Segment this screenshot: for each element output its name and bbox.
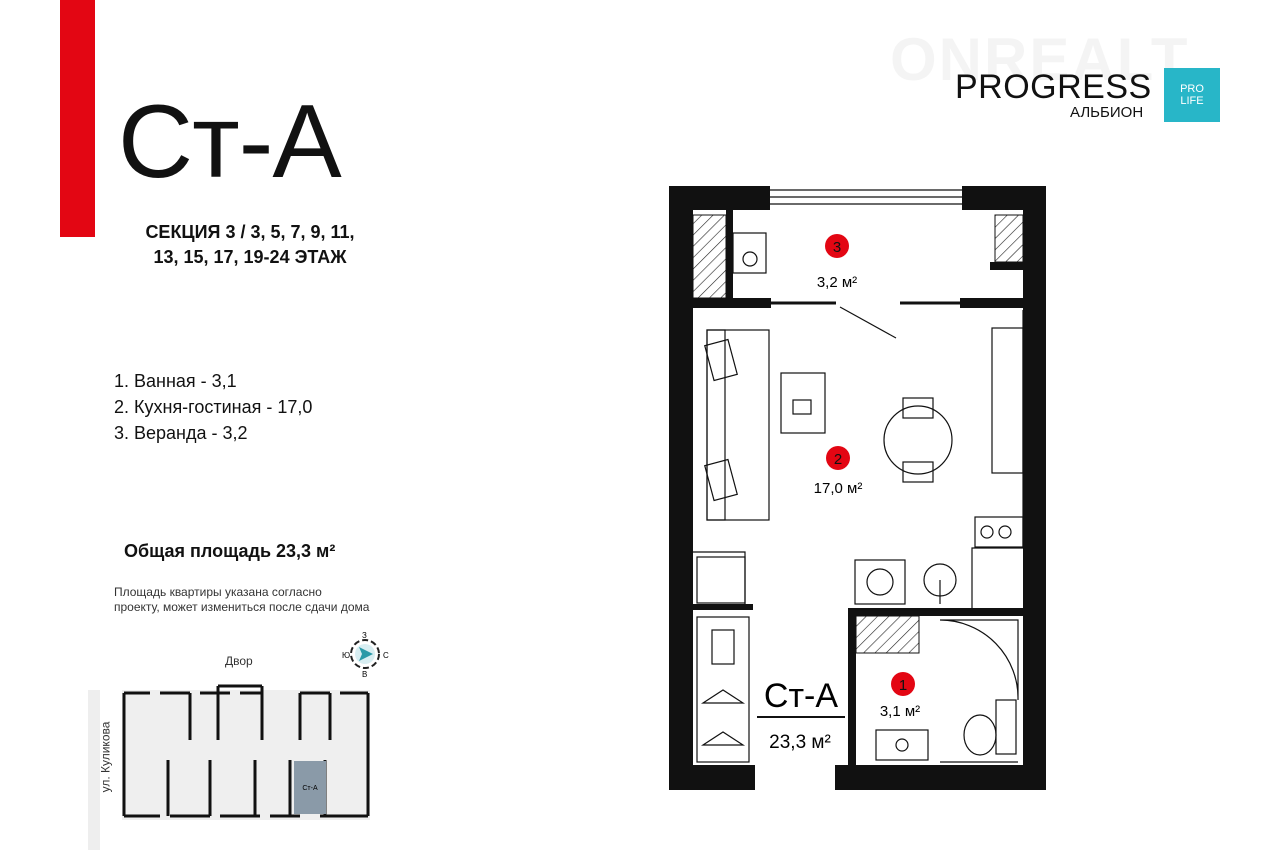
logo-badge: PRO LIFE — [1164, 68, 1220, 122]
section-line: СЕКЦИЯ 3 / 3, 5, 7, 9, 11, — [145, 222, 355, 242]
compass-e: В — [362, 670, 367, 679]
badge-text: PRO — [1180, 83, 1204, 95]
plan-unit-code: Ст-А — [764, 677, 838, 715]
keyplan-unit-label: Ст-А — [302, 785, 318, 792]
yard-label: Двор — [225, 654, 253, 668]
total-area: Общая площадь 23,3 м² — [124, 541, 336, 561]
key-plan: Ст-А — [88, 684, 370, 850]
compass-w: З — [362, 631, 367, 640]
compass-n: С — [383, 651, 389, 660]
area-note: Площадь квартиры указана согласно проект… — [114, 585, 369, 615]
apartment-title: Ст-А — [118, 84, 342, 200]
room-marker-3: 3 3,2 м² — [817, 234, 857, 291]
room-list-item: 2. Кухня-гостиная - 17,0 — [114, 397, 313, 417]
note-line: проекту, может измениться после сдачи до… — [114, 600, 370, 614]
room-area: 17,0 м² — [814, 480, 863, 497]
room-number: 1 — [899, 677, 907, 694]
accent-bar — [60, 0, 95, 237]
room-list-item: 1. Ванная - 3,1 — [114, 371, 237, 391]
note-line: Площадь квартиры указана согласно — [114, 585, 322, 599]
logo-name: PROGRESS — [955, 68, 1152, 106]
room-list: 1. Ванная - 3,1 2. Кухня-гостиная - 17,0… — [114, 368, 312, 446]
room-area: 3,1 м² — [880, 703, 920, 720]
logo-sub: АЛЬБИОН — [1070, 104, 1144, 121]
plan-unit-area: 23,3 м² — [769, 732, 831, 753]
room-marker-1: 1 3,1 м² — [880, 672, 920, 720]
room-marker-2: 2 17,0 м² — [814, 446, 863, 497]
section-floors: СЕКЦИЯ 3 / 3, 5, 7, 9, 11, 13, 15, 17, 1… — [100, 220, 400, 270]
compass-s: Ю — [342, 651, 350, 660]
apartment-plan: 3 3,2 м² 2 17,0 м² 1 3,1 м² Ст-А 23,3 м² — [669, 186, 1046, 790]
compass-icon: С Ю В З — [342, 631, 389, 679]
room-area: 3,2 м² — [817, 274, 857, 291]
room-number: 2 — [834, 451, 842, 468]
watermark: ONREALT — [890, 25, 1190, 94]
room-number: 3 — [833, 239, 841, 256]
badge-text: LIFE — [1180, 95, 1204, 107]
room-list-item: 3. Веранда - 3,2 — [114, 423, 248, 443]
floors-line: 13, 15, 17, 19-24 ЭТАЖ — [153, 247, 347, 267]
